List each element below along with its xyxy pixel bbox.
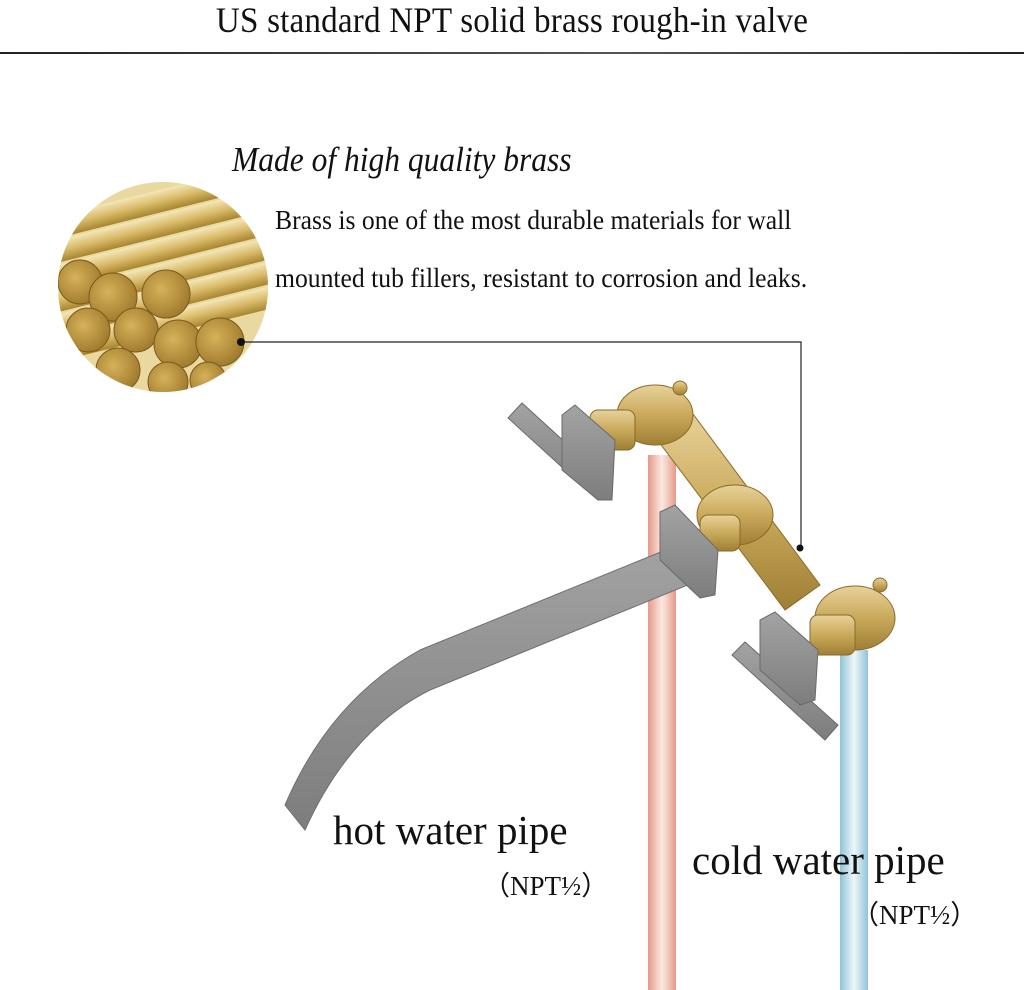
- brass-rods-image: [58, 182, 268, 392]
- cold-water-pipe-spec: （NPT½）: [852, 900, 978, 930]
- hot-handle: [507, 402, 616, 501]
- spout-trim: [659, 504, 719, 599]
- feature-heading: Made of high quality brass: [232, 140, 572, 179]
- feature-description-line-2: mounted tub fillers, resistant to corros…: [275, 263, 808, 293]
- callout-leader: [241, 341, 802, 548]
- brass-rough-in-valve: [589, 380, 896, 656]
- callout-dot-start: [237, 338, 245, 346]
- spout: [284, 539, 701, 831]
- cold-water-pipe: [840, 650, 868, 990]
- header-divider: [0, 52, 1024, 54]
- hot-water-pipe-spec: （NPT½）: [483, 871, 609, 901]
- cold-water-pipe-label: cold water pipe: [692, 837, 945, 883]
- cold-handle: [731, 611, 839, 741]
- feature-description-line-1: Brass is one of the most durable materia…: [275, 205, 792, 235]
- page-title: US standard NPT solid brass rough-in val…: [215, 0, 809, 40]
- hot-water-pipe-label: hot water pipe: [333, 807, 568, 853]
- callout-dot-end: [796, 544, 804, 552]
